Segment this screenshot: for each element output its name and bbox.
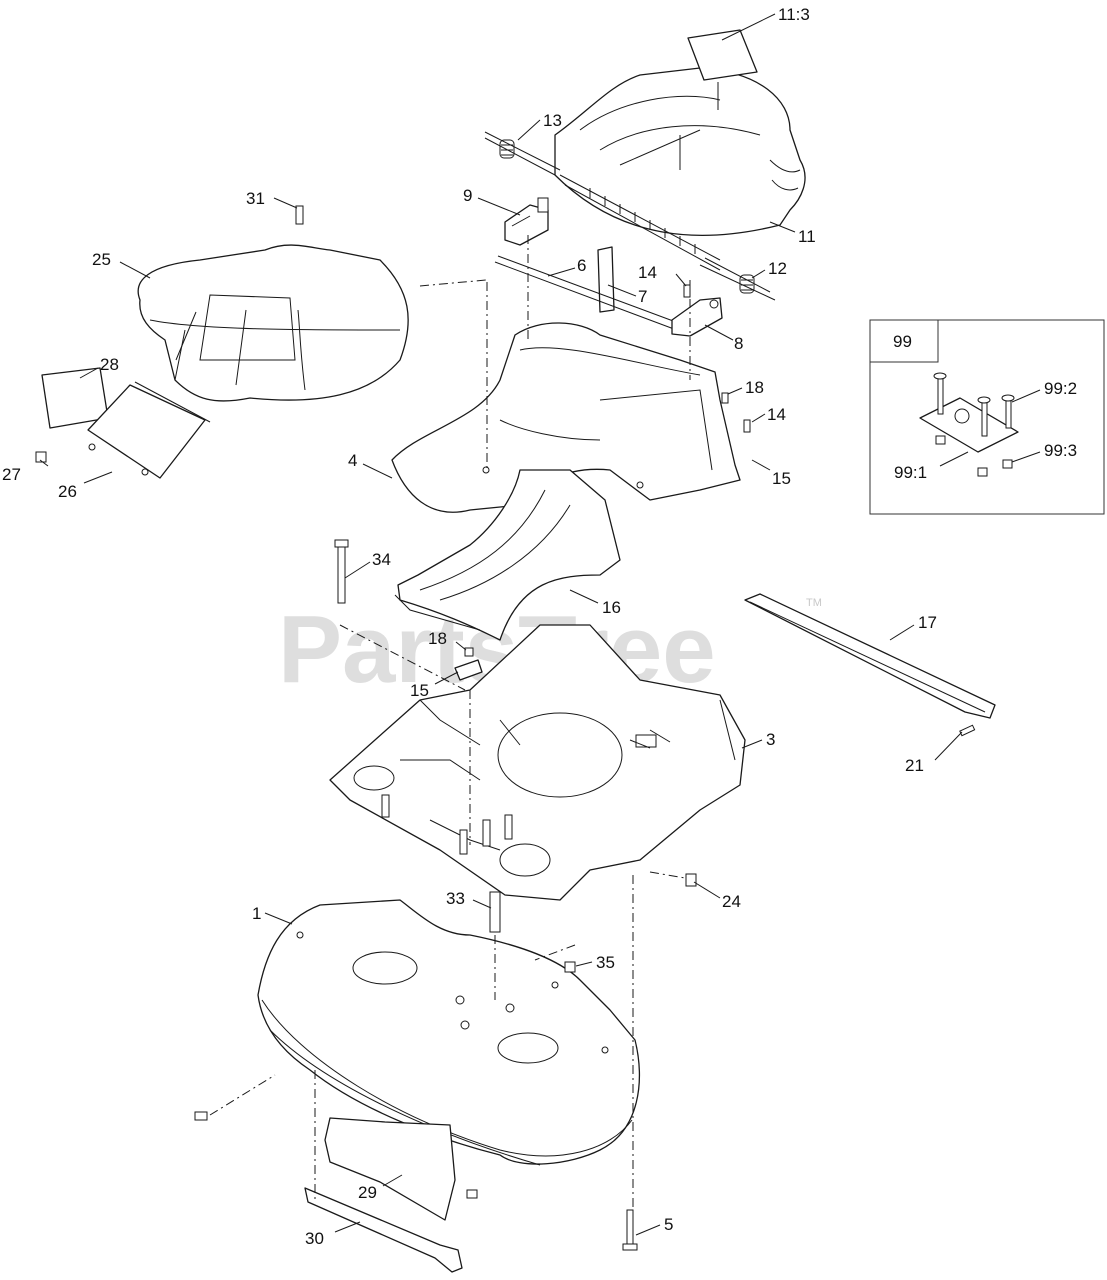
part-rail-17 bbox=[744, 593, 996, 719]
callout-11: 11 bbox=[798, 227, 816, 246]
part-screw-27 bbox=[35, 451, 47, 463]
callout-21: 21 bbox=[905, 756, 924, 775]
part-seat-tunnel bbox=[394, 469, 621, 641]
part-spacer-33 bbox=[489, 891, 501, 933]
callout-33: 33 bbox=[446, 889, 465, 908]
callout-24: 24 bbox=[722, 892, 741, 911]
callout-labels: 11:3 13 31 9 25 11 6 14 12 7 8 28 18 14 … bbox=[2, 5, 937, 1248]
part-bracket-8 bbox=[671, 297, 723, 337]
callout-15b: 15 bbox=[410, 681, 429, 700]
callout-15a: 15 bbox=[772, 469, 791, 488]
part-frame-3 bbox=[329, 624, 746, 901]
callout-9: 9 bbox=[463, 186, 472, 205]
part-nut-35 bbox=[564, 961, 576, 973]
callout-leaders bbox=[39, 119, 963, 1236]
callout-16: 16 bbox=[602, 598, 621, 617]
callout-4: 4 bbox=[348, 451, 357, 470]
part-fender-shroud bbox=[391, 322, 741, 513]
part-bolt-5 bbox=[626, 1209, 634, 1245]
callout-35: 35 bbox=[596, 953, 615, 972]
part-side-screw bbox=[194, 1111, 208, 1121]
part-bolt-5-head bbox=[622, 1243, 638, 1251]
callout-8: 8 bbox=[734, 334, 743, 353]
callout-17: 17 bbox=[918, 613, 937, 632]
callout-28: 28 bbox=[100, 355, 119, 374]
part-seat-cushion bbox=[137, 244, 409, 402]
part-screw-29 bbox=[466, 1189, 478, 1199]
part-screw-14 bbox=[683, 284, 751, 433]
part-bracket-9 bbox=[504, 197, 549, 246]
callout-29: 29 bbox=[358, 1183, 377, 1202]
callout-12: 12 bbox=[768, 259, 787, 278]
callout-27: 27 bbox=[2, 465, 21, 484]
part-seat-pan bbox=[554, 67, 806, 271]
inset-header: 99 bbox=[893, 332, 912, 351]
part-screw-31 bbox=[295, 205, 304, 225]
inset-kit-99: 99 99:2 99:1 99:3 bbox=[869, 319, 1105, 515]
callout-26: 26 bbox=[58, 482, 77, 501]
callout-5: 5 bbox=[664, 1215, 673, 1234]
part-deck-1 bbox=[257, 899, 641, 1166]
part-pin-34 bbox=[334, 539, 349, 604]
callout-3: 3 bbox=[766, 730, 775, 749]
callout-31: 31 bbox=[246, 189, 265, 208]
callout-18b: 18 bbox=[428, 629, 447, 648]
callout-25: 25 bbox=[92, 250, 111, 269]
part-clip-15 bbox=[454, 659, 483, 681]
callout-30: 30 bbox=[305, 1229, 324, 1248]
callout-1: 1 bbox=[252, 904, 261, 923]
inset-callout-99-1: 99:1 bbox=[894, 463, 927, 482]
inset-callout-99-2: 99:2 bbox=[1044, 379, 1077, 398]
part-screw-21 bbox=[959, 724, 976, 737]
callout-18a: 18 bbox=[745, 378, 764, 397]
part-plate-26 bbox=[87, 381, 211, 479]
part-rod-6-7 bbox=[494, 246, 693, 336]
callout-34: 34 bbox=[372, 550, 391, 569]
callout-6: 6 bbox=[577, 256, 586, 275]
callout-11-3: 11:3 bbox=[778, 5, 810, 24]
inset-callout-99-3: 99:3 bbox=[1044, 441, 1077, 460]
part-plate-30 bbox=[304, 1187, 463, 1273]
part-spring-13 bbox=[484, 131, 561, 176]
part-baffle-29 bbox=[324, 1117, 456, 1221]
watermark-trademark: TM bbox=[806, 597, 822, 609]
part-seat-decal bbox=[687, 29, 758, 81]
callout-14a: 14 bbox=[638, 263, 657, 282]
part-nut-18 bbox=[464, 647, 474, 657]
callout-13: 13 bbox=[543, 111, 562, 130]
callout-7: 7 bbox=[638, 287, 647, 306]
part-nut-24 bbox=[685, 873, 697, 887]
part-spring-12 bbox=[699, 257, 776, 301]
callout-14b: 14 bbox=[767, 405, 786, 424]
